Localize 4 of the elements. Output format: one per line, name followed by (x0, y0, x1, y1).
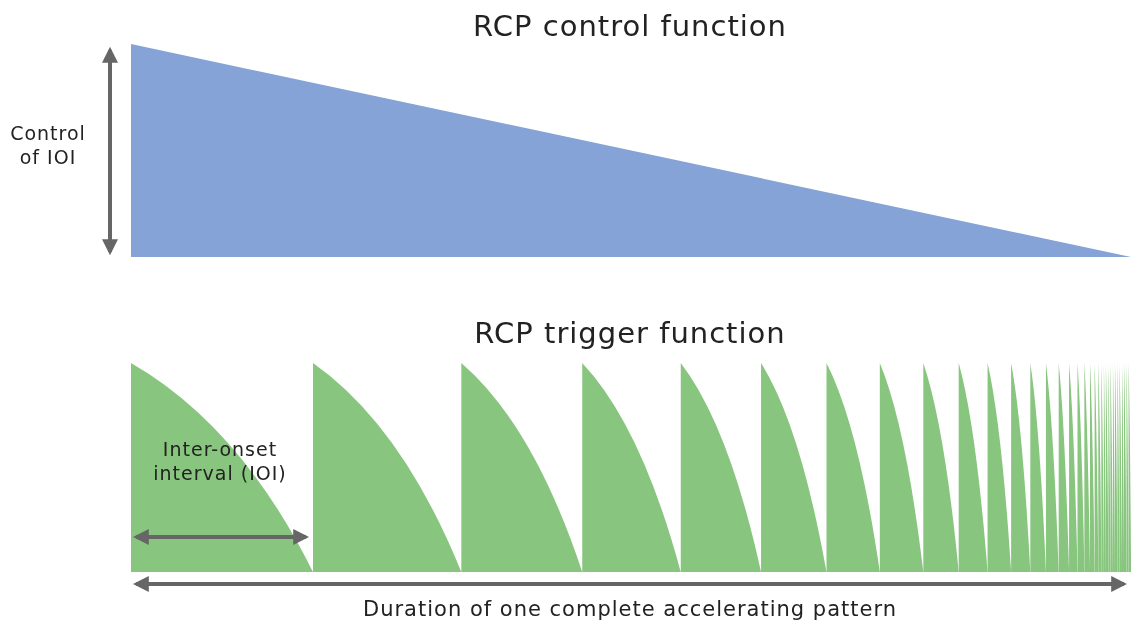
panel-title: RCP control function (472, 8, 788, 45)
duration-label: Duration of one complete accelerating pattern (362, 596, 898, 623)
axis-label: Control of IOI (9, 122, 87, 170)
panel-title: RCP trigger function (473, 315, 787, 352)
